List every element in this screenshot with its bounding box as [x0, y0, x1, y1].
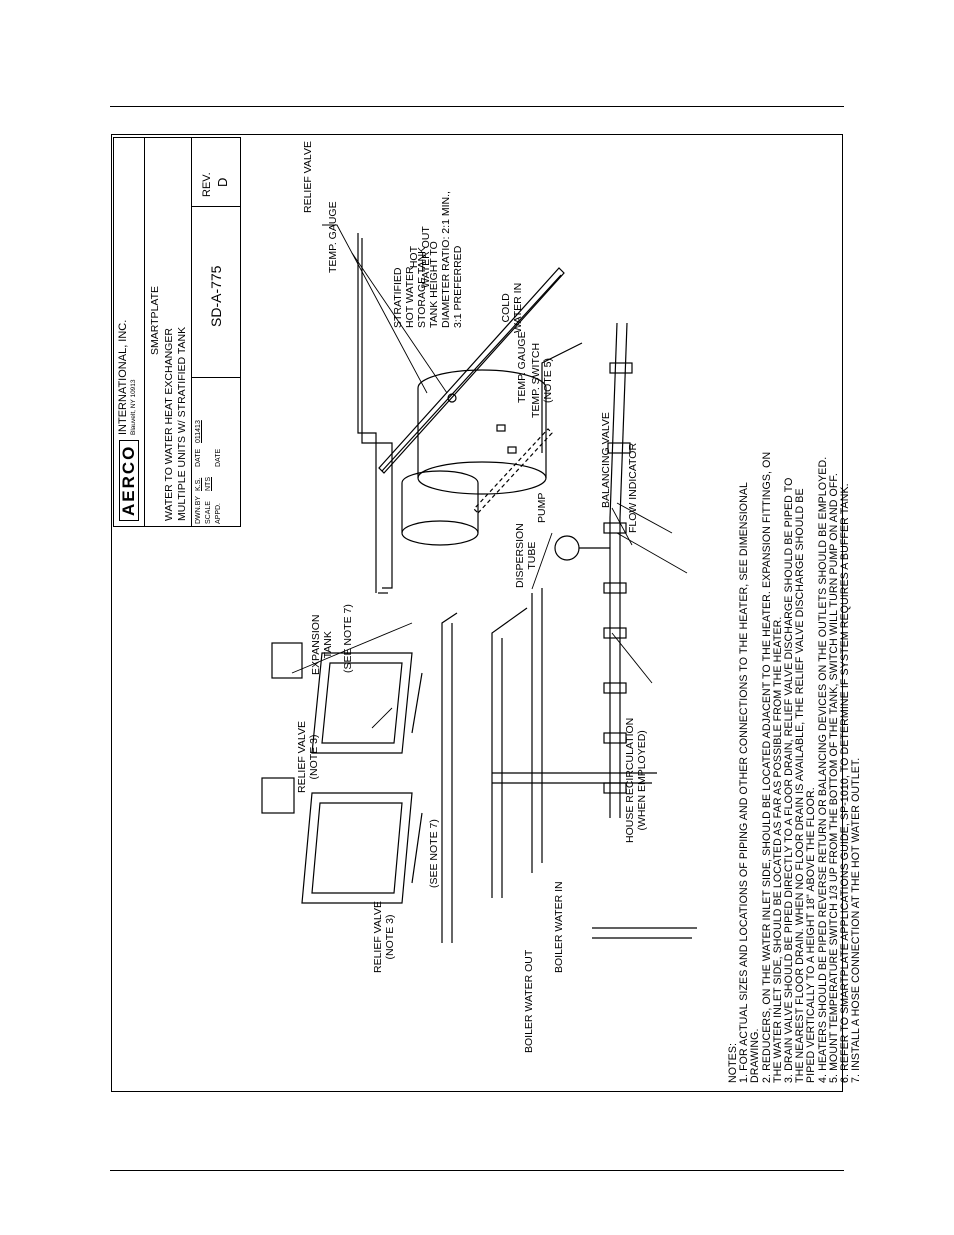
drawing-title-line-1: WATER TO WATER HEAT EXCHANGER — [163, 328, 175, 521]
see-note-7-right-label: (SEE NOTE 7) — [342, 604, 354, 673]
leader-lines — [291, 224, 688, 729]
hot-water-header-loop — [357, 233, 393, 594]
dispersion-tube — [473, 428, 553, 514]
appd-date-label: DATE — [215, 448, 222, 467]
heater-unit-right — [271, 642, 423, 754]
date-label: DATE — [195, 448, 202, 467]
relief-valve-right-label: RELIEF VALVE(NOTE 3) — [296, 721, 320, 793]
scale-value: NTS — [205, 477, 212, 491]
temp-gauge-tank-label: TEMP. GAUGE — [516, 331, 528, 403]
temp-gauge-top-label: TEMP. GAUGE — [327, 201, 339, 273]
cold-water-pump-line — [541, 322, 628, 818]
company-name: INTERNATIONAL, INC. — [117, 319, 129, 435]
balancing-valve-label: BALANCING VALVE — [600, 412, 612, 508]
pump-label: PUMP — [536, 492, 548, 523]
appd-label: APPD. — [215, 502, 222, 524]
company-address: Blauvelt, NY 10913 — [130, 379, 137, 435]
see-note-7-left-label: (SEE NOTE 7) — [428, 819, 440, 888]
pump-icon — [554, 535, 610, 561]
relief-valve-left-label: RELIEF VALVE(NOTE 3) — [372, 901, 396, 973]
rev-cell — [191, 137, 241, 207]
drawing-notes: NOTES: 1. FOR ACTUAL SIZES AND LOCATIONS… — [727, 153, 863, 1083]
date-value: 011413 — [195, 420, 202, 443]
rev-label: REV. — [201, 172, 213, 197]
product-name: SMARTPLATE — [149, 285, 161, 355]
note-line: 7. INSTALL A HOSE CONNECTION AT THE HOT … — [850, 757, 863, 1083]
piping-schematic — [261, 224, 697, 943]
temp-switch-label: TEMP. SWITCH(NOTE 5) — [530, 342, 554, 418]
pipe-fittings — [603, 362, 633, 794]
heater-unit-left — [261, 777, 423, 904]
temp-gauge-icon — [447, 393, 457, 403]
drawing-title-line-2: MULTIPLE UNITS W/ STRATIFIED TANK — [176, 326, 188, 521]
footer-rule — [110, 1170, 844, 1171]
header-rule — [110, 106, 844, 107]
hot-water-out-pipe — [378, 267, 565, 474]
house-recirculation-label: HOUSE RECIRCULATION(WHEN EMPLOYED) — [624, 717, 648, 843]
aerco-logo: AERCO — [119, 439, 139, 521]
title-block: AERCO INTERNATIONAL, INC. Blauvelt, NY 1… — [113, 137, 241, 527]
drawing-number: SD-A-775 — [208, 265, 224, 327]
boiler-water-out-label: BOILER WATER OUT — [523, 949, 535, 1053]
rev-value: D — [215, 177, 230, 187]
note-line: DRAWING. — [749, 1028, 762, 1083]
note-line: 1. FOR ACTUAL SIZES AND LOCATIONS OF PIP… — [738, 482, 751, 1083]
stratified-storage-tank — [417, 369, 547, 495]
note-line: PIPED VERTICALLY TO A HEIGHT 18" ABOVE T… — [805, 787, 818, 1083]
dwn-by-value: K.S. — [195, 477, 202, 491]
flow-indicator-label: FLOW INDICATOR — [627, 442, 639, 533]
boiler-piping — [441, 588, 697, 943]
expansion-tank — [401, 470, 479, 546]
dwn-by-label: DWN.BY — [195, 496, 202, 524]
boiler-water-in-label: BOILER WATER IN — [553, 881, 565, 973]
scale-label: SCALE — [205, 501, 212, 524]
relief-valve-tank-label: RELIEF VALVE — [302, 141, 314, 213]
